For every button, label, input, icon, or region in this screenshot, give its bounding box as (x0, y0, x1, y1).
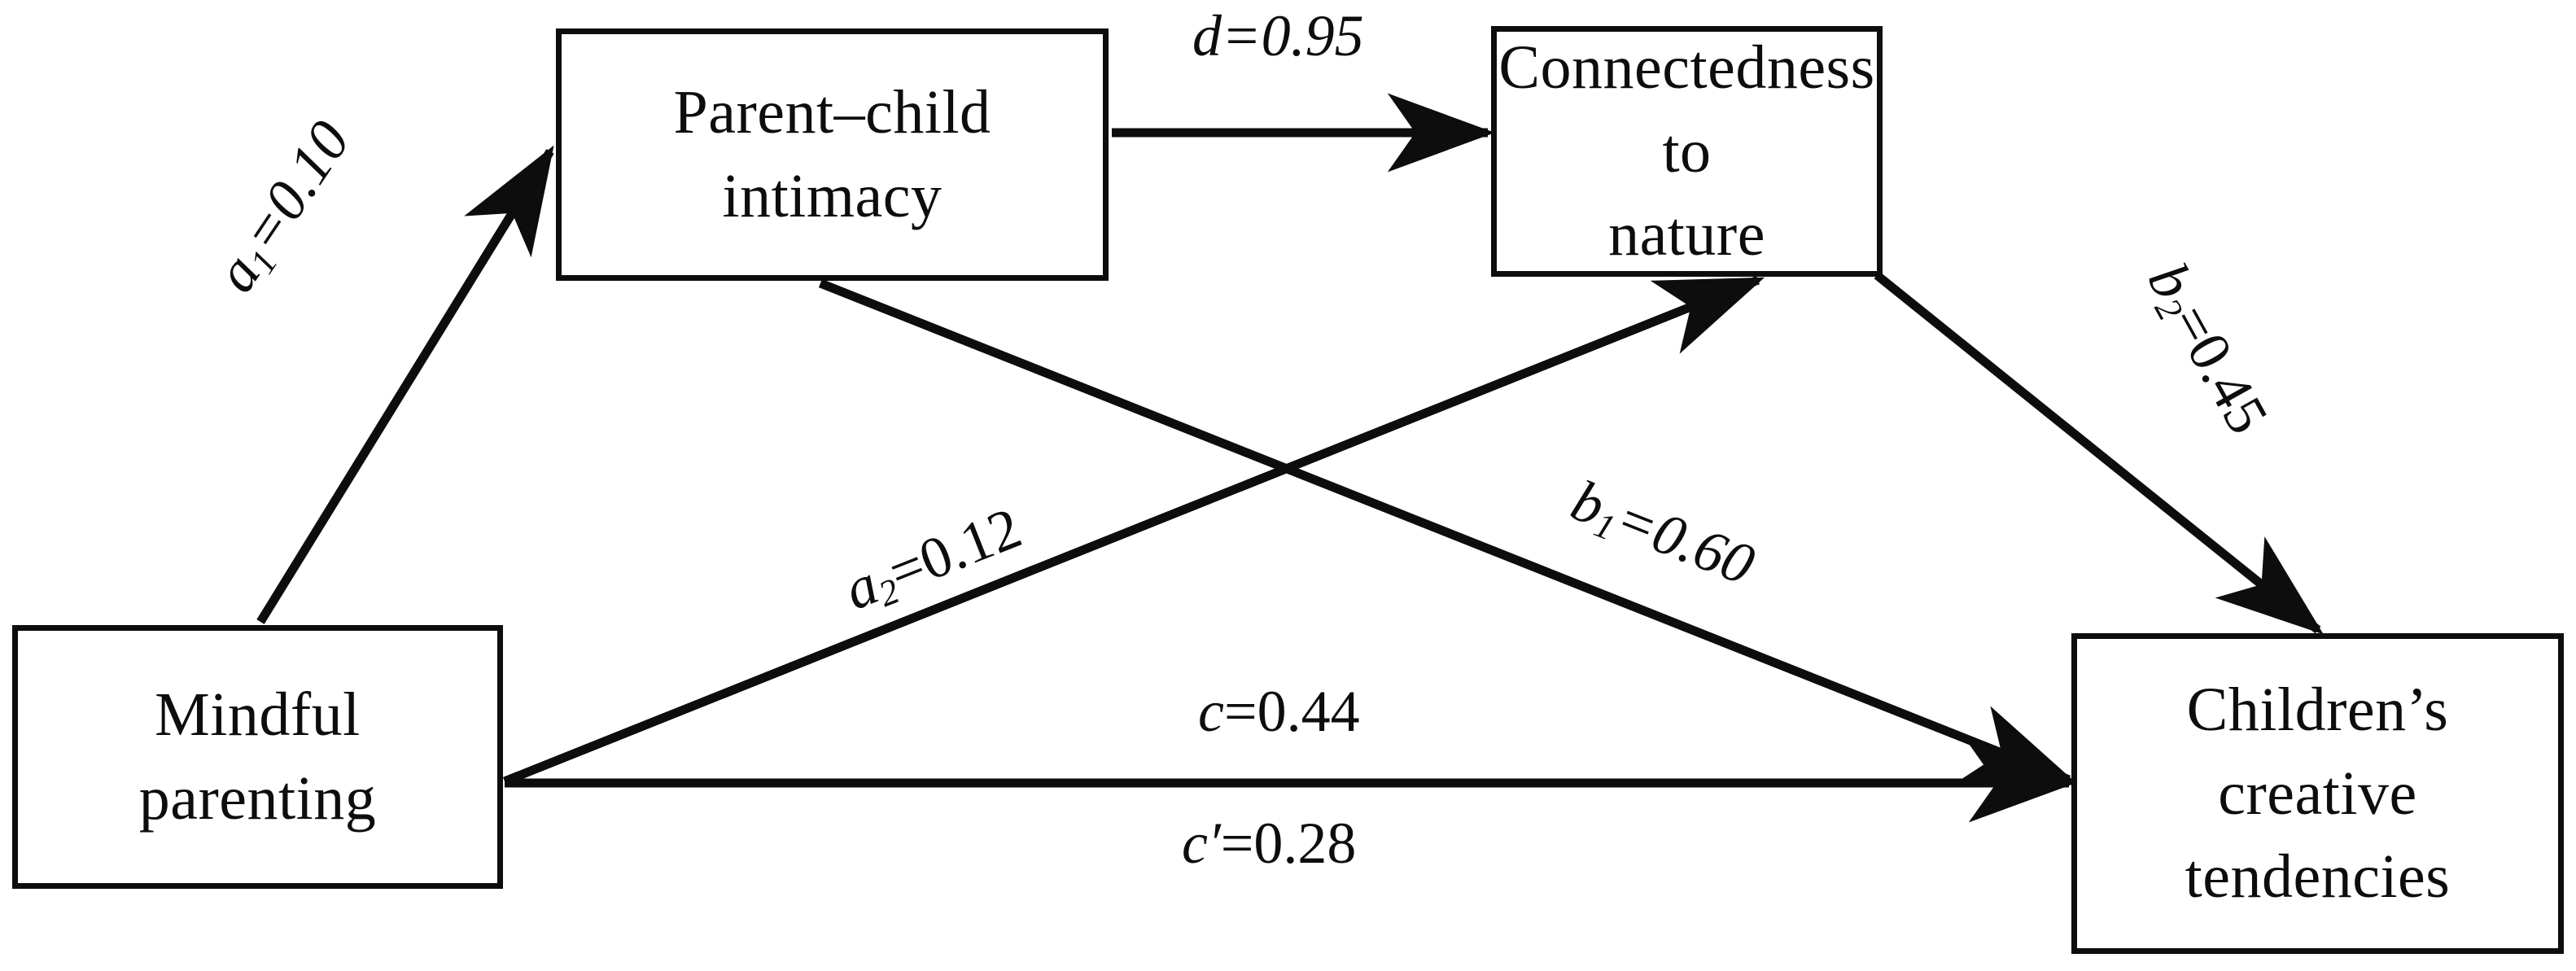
edge-label-c-prime: c′=0.28 (1182, 811, 1357, 876)
arrow-b2 (1874, 271, 2324, 635)
edge-label-d: d=0.95 (1192, 3, 1364, 68)
arrow-a2 (502, 275, 1765, 786)
arrow-b1 (818, 278, 2076, 785)
arrow-a1 (256, 145, 554, 624)
edge-label-c: c=0.44 (1198, 679, 1360, 744)
